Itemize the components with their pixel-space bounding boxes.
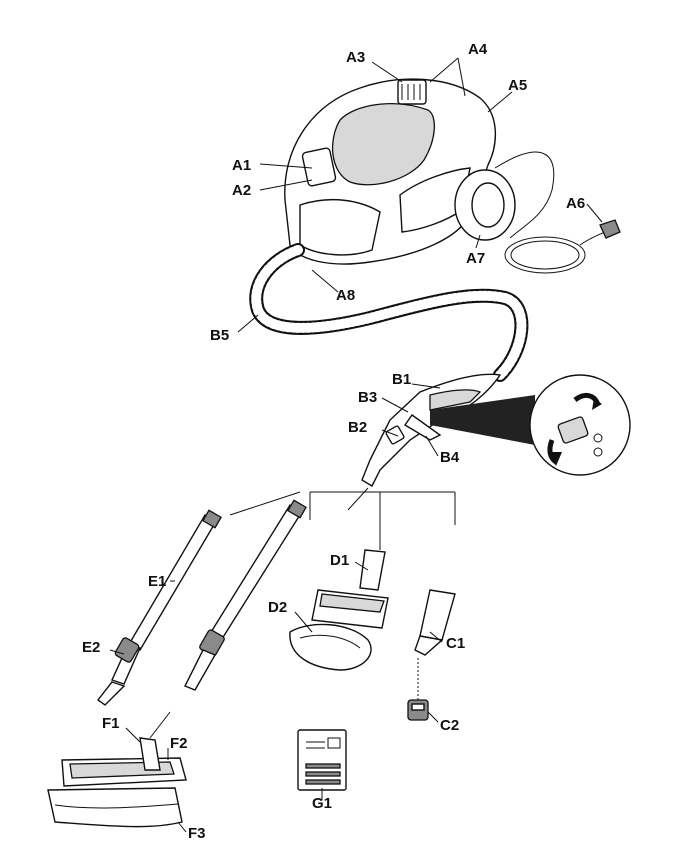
label-a3: A3 [346,49,365,66]
hand-cloth [289,623,372,671]
leader-lines [109,57,603,833]
accessory-connector-lines [229,487,456,550]
label-a2: A2 [232,182,251,199]
steam-gun [361,373,502,487]
label-e1: E1 [148,573,166,590]
power-cable [494,151,621,274]
label-a6: A6 [566,195,585,212]
extension-tube-e1 [96,509,222,706]
label-a4: A4 [468,41,488,58]
label-a5: A5 [508,77,527,94]
operating-manual [297,729,347,791]
steam-cap [397,79,427,105]
label-c2: C2 [440,717,459,734]
floor-cloth [47,787,183,828]
label-d2: D2 [268,599,287,616]
label-f3: F3 [188,825,206,842]
steam-cleaner-body [284,78,497,265]
steam-hose [249,243,529,382]
wheel [454,169,516,241]
label-c1: C1 [446,635,465,652]
detail-nozzle [414,589,456,700]
label-b3: B3 [358,389,377,406]
label-f2: F2 [170,735,188,752]
hand-nozzle [311,549,389,629]
label-b5: B5 [210,327,229,344]
floor-nozzle [61,711,187,787]
label-e2: E2 [82,639,100,656]
label-f1: F1 [102,715,120,732]
label-b4: B4 [440,449,460,466]
label-d1: D1 [330,552,349,569]
label-b1: B1 [392,371,411,388]
label-a7: A7 [466,250,485,267]
label-a1: A1 [232,157,251,174]
label-b2: B2 [348,419,367,436]
round-brush [407,699,429,721]
label-a8: A8 [336,287,355,304]
extension-tube-e2 [184,499,307,691]
label-g1: G1 [312,795,332,812]
part-labels: A1 A2 A3 A4 A5 A6 A7 A8 B1 B2 B3 B4 B5 C… [82,41,585,842]
switch-detail-callout [430,374,631,476]
